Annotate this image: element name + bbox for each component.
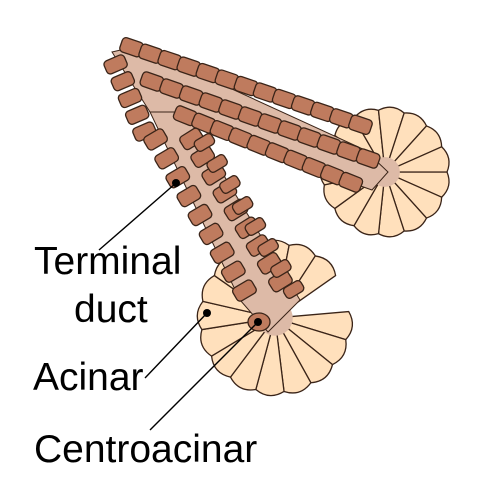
duct-stem-left-cell xyxy=(124,104,150,125)
duct-lower-inner-cell xyxy=(257,238,279,257)
duct-lower-inner-cell xyxy=(282,280,305,299)
label-centroacinar: Centroacinar xyxy=(34,428,258,471)
terminal-duct-leader xyxy=(98,182,177,251)
duct-lower-left-cell xyxy=(220,260,246,283)
duct-lower-left-cell xyxy=(209,241,235,264)
duct-wall-cells xyxy=(103,37,381,302)
duct-lower-inner-cell xyxy=(244,217,267,236)
leader-lines xyxy=(98,182,259,431)
duct-lower-left-cell xyxy=(165,166,191,189)
duct-upper-bottom-cell xyxy=(338,171,364,193)
duct-lower-left-cell xyxy=(176,184,202,208)
duct-stem-left-cell xyxy=(103,54,128,75)
duct-lower-left-cell xyxy=(143,128,169,151)
acinar-leader xyxy=(144,312,208,379)
duct-stem-left-cell xyxy=(117,87,143,109)
acinus-right-cell xyxy=(396,146,450,173)
duct-lower-left-cell xyxy=(198,222,224,246)
label-acinar: Acinar xyxy=(33,356,144,399)
duct-lower-left-cell xyxy=(231,279,257,302)
duct-upper-inner-cell xyxy=(355,148,381,169)
label-duct: duct xyxy=(74,288,148,331)
label-terminal: Terminal xyxy=(34,240,182,283)
duct-lower-left-cell xyxy=(187,203,213,227)
duct-lower-inner-cell xyxy=(193,133,216,152)
centroacinar-leader xyxy=(149,321,259,431)
duct-lower-inner-cell xyxy=(231,196,254,215)
duct-lower-left-cell xyxy=(154,147,180,170)
duct-lower-inner-cell xyxy=(270,259,292,278)
duct-lower-inner-cell xyxy=(219,175,241,194)
duct-upper-top-cell xyxy=(348,114,373,135)
duct-lower-inner-cell xyxy=(206,154,228,173)
duct-stem-left-cell xyxy=(110,71,136,92)
